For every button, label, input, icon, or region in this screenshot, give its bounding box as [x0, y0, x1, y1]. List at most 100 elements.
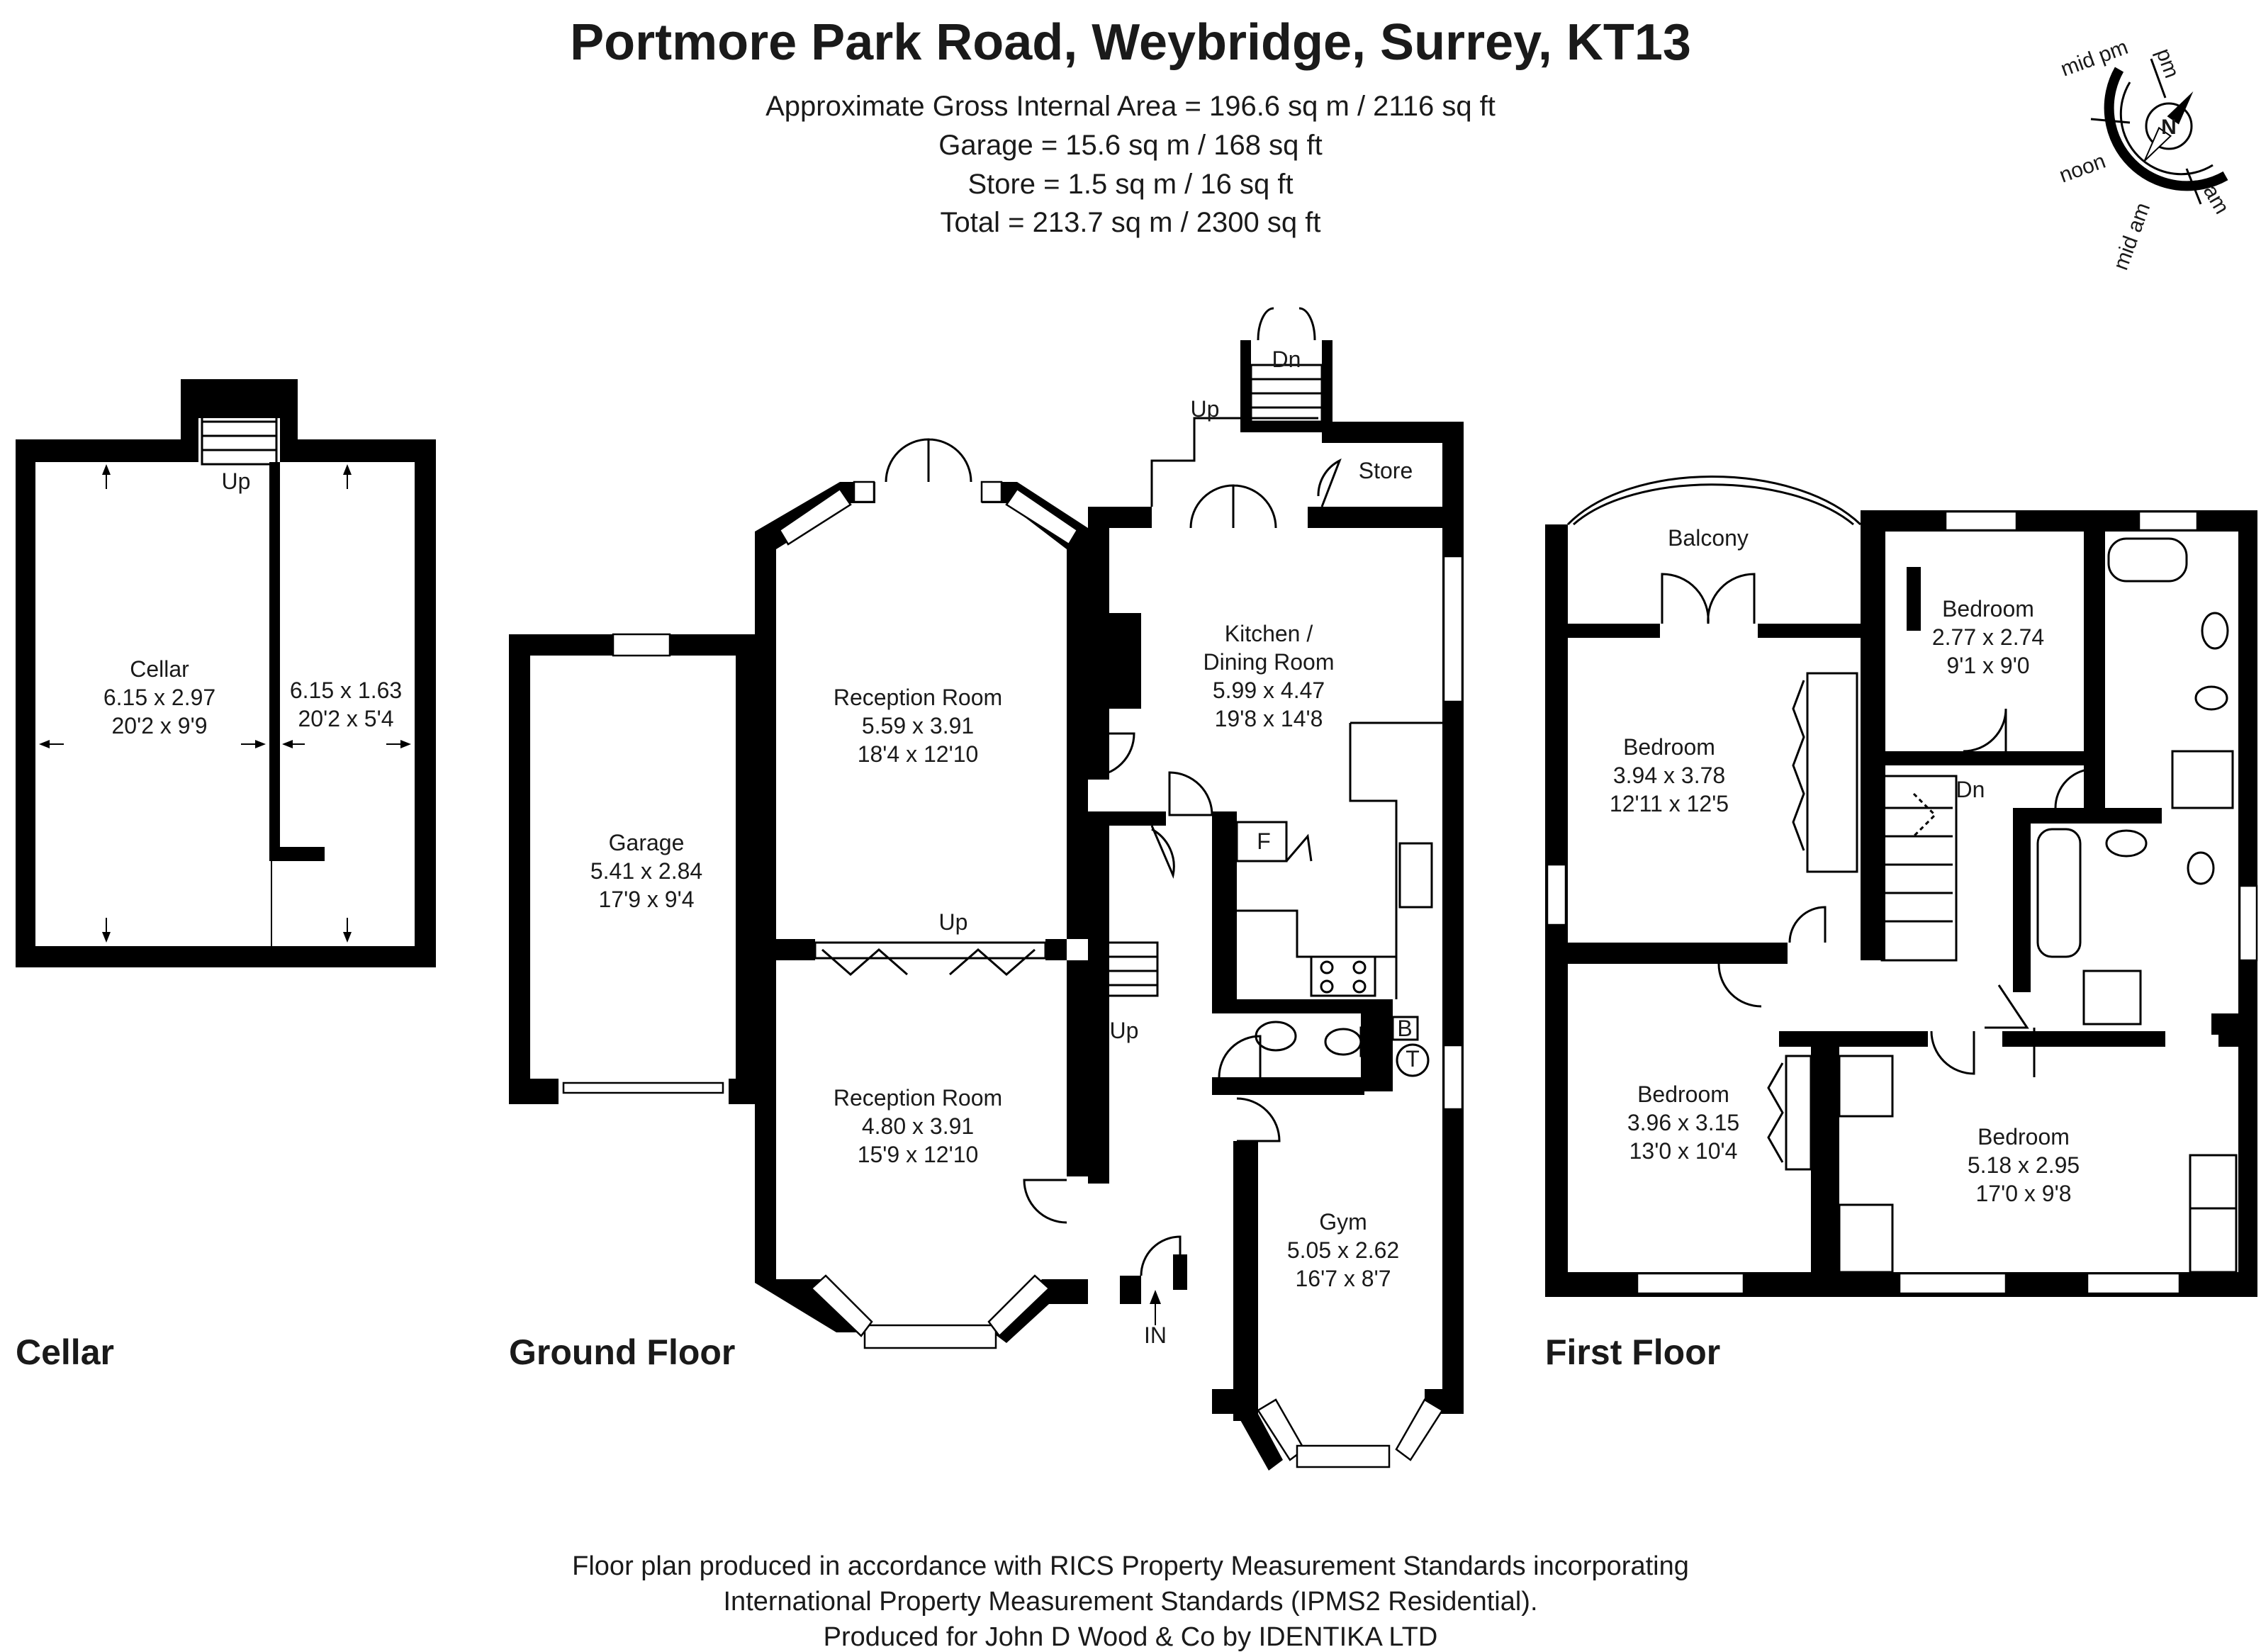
area-line-total: Total = 213.7 sq m / 2300 sq ft	[941, 207, 1321, 238]
sun-arc	[2104, 67, 2228, 191]
balcony-french-doors	[1661, 573, 1756, 624]
bathroom-left-wall	[2013, 808, 2031, 992]
wc-window	[1442, 1044, 1464, 1111]
bed2-door	[1963, 708, 2007, 753]
cellar-partition	[269, 462, 280, 859]
hall-cupboard-top	[1109, 811, 1166, 826]
reception1-metric: 5.59 x 3.91	[862, 713, 974, 738]
bath-bottom-wall	[2218, 1031, 2257, 1047]
ensuite-shower-icon	[2171, 750, 2234, 809]
first-floor-left-wall	[1545, 524, 1814, 1297]
entrance-label: IN	[1144, 1322, 1167, 1348]
cellar-side-metric: 6.15 x 1.63	[290, 678, 402, 703]
north-arrow-icon	[2167, 91, 2194, 125]
garage-door	[562, 1081, 724, 1094]
reception-walls-right	[982, 482, 1088, 1176]
tank-icon	[1396, 1043, 1430, 1077]
reception2-bay-window-left	[810, 1274, 873, 1337]
gym-imperial: 16'7 x 8'7	[1296, 1266, 1391, 1291]
bed2-bottom-wall	[1885, 751, 2024, 765]
external-up-label: Up	[1191, 396, 1220, 422]
hall-up-label: Up	[1110, 1018, 1139, 1043]
hob-icon	[1310, 955, 1376, 997]
kitchen-french-doors	[1189, 484, 1277, 529]
reception-walls	[755, 482, 875, 1332]
sun-compass: N pm mid pm noon mid am am	[2056, 35, 2233, 273]
bathroom-top-wall	[2013, 808, 2162, 824]
tank-label: T	[1406, 1046, 1420, 1072]
wc-toilet-icon	[1324, 1028, 1362, 1056]
kitchen-window	[1442, 555, 1464, 703]
bed2-metric: 2.77 x 2.74	[1932, 624, 2044, 650]
area-line-store: Store = 1.5 sq m / 16 sq ft	[967, 169, 1293, 200]
floor-label-cellar: Cellar	[16, 1332, 114, 1372]
bed3-metric: 3.96 x 3.15	[1627, 1110, 1739, 1135]
compass-tick	[2150, 58, 2167, 99]
footer: Floor plan produced in accordance with R…	[572, 1551, 1689, 1652]
reception2-name: Reception Room	[834, 1085, 1002, 1111]
bathroom-corner	[2211, 1013, 2240, 1035]
bathroom-window	[2238, 884, 2258, 962]
area-line-garage: Garage = 15.6 sq m / 168 sq ft	[938, 130, 1322, 161]
reception1-name: Reception Room	[834, 685, 1002, 710]
area-line-gross: Approximate Gross Internal Area = 196.6 …	[765, 91, 1496, 122]
reception2-metric: 4.80 x 3.91	[862, 1113, 974, 1139]
reception1-window-pier	[853, 481, 875, 503]
reception1-window-pier-right	[980, 481, 1003, 503]
ensuite-basin-icon	[2201, 612, 2229, 650]
bed1-metric: 3.94 x 3.78	[1613, 763, 1725, 788]
balcony-wall-right	[1758, 624, 1864, 638]
bed1-wardrobe	[1806, 672, 1858, 873]
landing-stairs	[1880, 775, 1958, 962]
garage-window	[612, 633, 671, 657]
page-title: Portmore Park Road, Weybridge, Surrey, K…	[570, 14, 1691, 71]
kitchen-right-wall	[1425, 528, 1464, 1414]
store-door	[1317, 458, 1342, 507]
reception2-bay-window-right	[987, 1274, 1050, 1337]
garage-imperial: 17'9 x 9'4	[599, 887, 695, 912]
landing-dn-label: Dn	[1956, 777, 1985, 802]
bed1-bottom-wall	[1568, 943, 1788, 964]
front-door	[1140, 1235, 1182, 1276]
bed1-door	[1788, 906, 1827, 943]
external-stairs-gate	[1257, 307, 1316, 341]
bed1-window	[1546, 863, 1567, 926]
cellar-walls	[16, 379, 436, 967]
wc-basin-icon	[1255, 1021, 1297, 1052]
ensuite-bath-icon	[2107, 537, 2188, 583]
footer-line-2: International Property Measurement Stand…	[724, 1587, 1538, 1617]
bed3-imperial: 13'0 x 10'4	[1629, 1138, 1738, 1164]
ensuite-window	[2138, 510, 2199, 532]
bed1-imperial: 12'11 x 12'5	[1610, 791, 1729, 816]
header: Portmore Park Road, Weybridge, Surrey, K…	[570, 14, 1691, 238]
bed2-stub	[1907, 567, 1921, 631]
bath-icon	[2036, 828, 2082, 958]
boiler-label: B	[1397, 1016, 1412, 1041]
bathroom-basin-icon	[2105, 829, 2148, 858]
compass-tick	[2090, 118, 2131, 124]
bed2-imperial: 9'1 x 9'0	[1946, 653, 2029, 678]
outside-steps-outline	[1150, 417, 1318, 507]
balcony-outline	[1566, 476, 1862, 526]
wc-right-wall	[1361, 999, 1393, 1091]
compass-mid-am: mid am	[2109, 200, 2155, 274]
gym-left-wall	[1233, 1141, 1258, 1421]
bed3-right-wall	[1811, 1042, 1827, 1283]
bed4-wardrobe-left	[1838, 1055, 1894, 1118]
chimney-breast	[1088, 613, 1141, 709]
gym-door	[1236, 1097, 1281, 1142]
gym-bay-window-right	[1395, 1398, 1444, 1461]
stair-housing-walls	[1240, 340, 1333, 432]
reception2-imperial: 15'9 x 12'10	[858, 1142, 979, 1167]
gym-bay-window-center	[1296, 1444, 1391, 1468]
wc-door	[1218, 1035, 1262, 1078]
reception1-french-doors	[885, 438, 972, 483]
footer-line-3: Produced for John D Wood & Co by IDENTIK…	[824, 1622, 1438, 1652]
kitchen-worktop	[1349, 723, 1398, 999]
bed4-left-wall	[1825, 1042, 1839, 1283]
cellar-partition-return	[269, 847, 325, 861]
balcony-wall-left	[1568, 624, 1660, 638]
footer-line-1: Floor plan produced in accordance with R…	[572, 1551, 1689, 1581]
floor-label-first: First Floor	[1545, 1332, 1720, 1372]
